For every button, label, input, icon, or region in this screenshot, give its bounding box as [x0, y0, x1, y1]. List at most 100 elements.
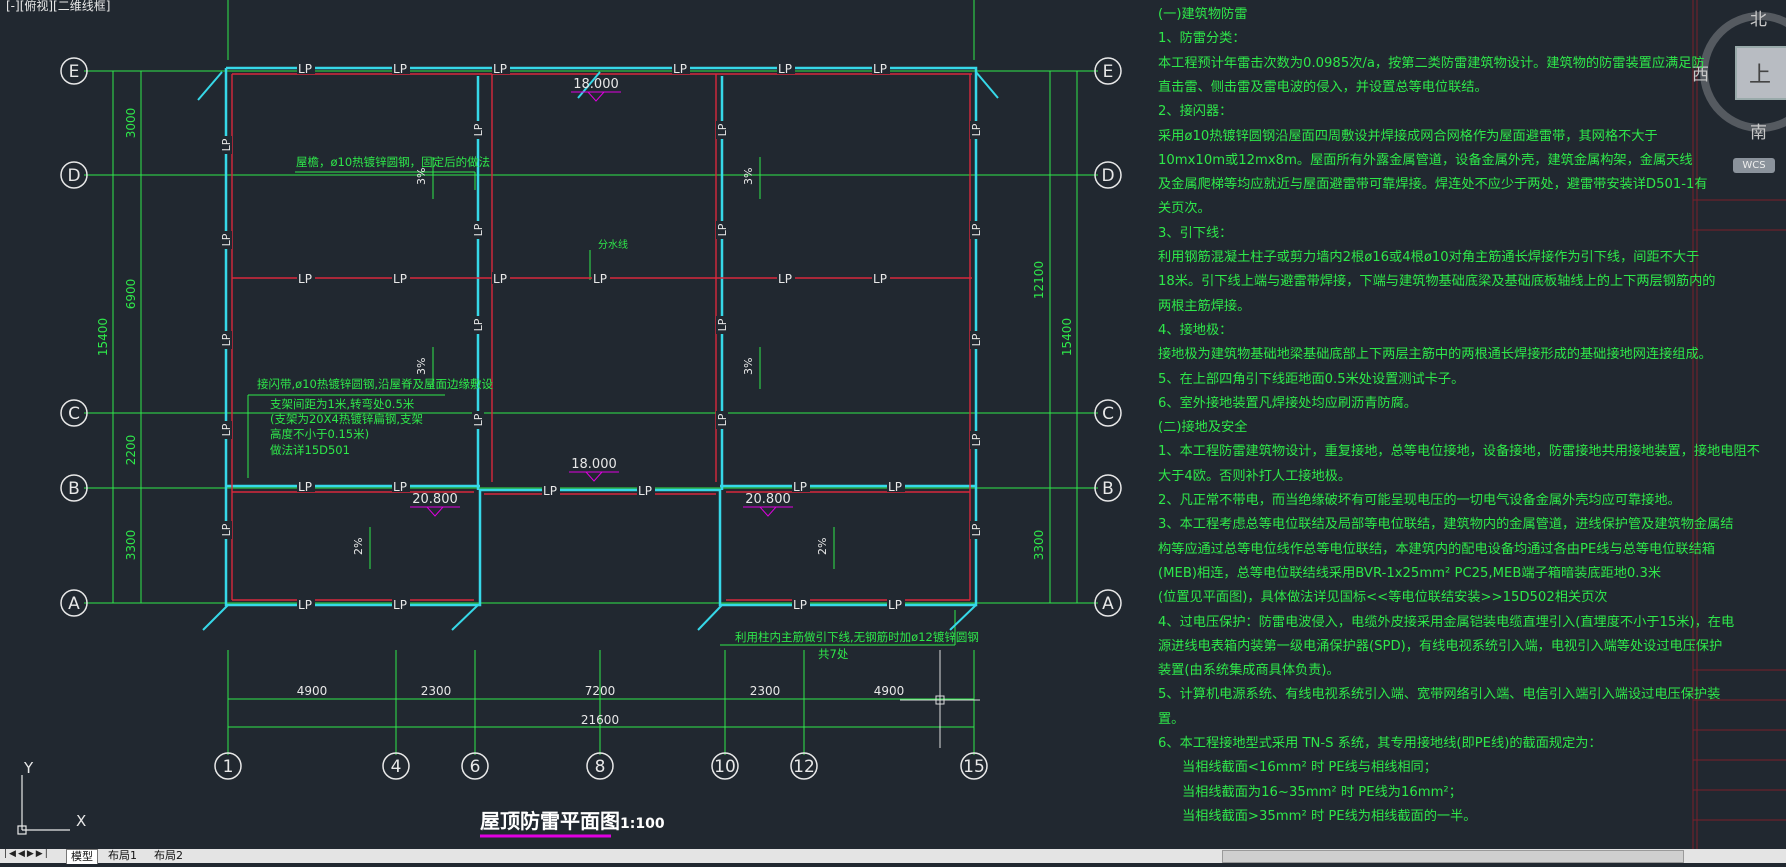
lp-tag-bg: [777, 272, 795, 284]
lp-tag-bg: [472, 121, 484, 139]
horizontal-scrollbar[interactable]: [1222, 850, 1684, 863]
lp-tag-bg: [637, 484, 655, 496]
elevation-label: 18.000: [571, 457, 617, 472]
spec-line: 利用钢筋混凝土柱子或剪力墙内2根ø16或4根ø10对角主筋通长焊接作为引下线，间…: [1158, 250, 1700, 265]
wcs-menu-button[interactable]: WCS: [1733, 158, 1775, 173]
lp-tag-bg: [492, 272, 510, 284]
lp-tag: LP: [220, 138, 233, 151]
lp-tag: LP: [970, 333, 983, 346]
compass-west[interactable]: 西: [1692, 65, 1709, 85]
note-height: 高度不小于0.15米): [270, 427, 369, 441]
lp-tag: LP: [716, 123, 729, 136]
dim-right: 15400: [1060, 318, 1074, 356]
lp-tag-bg: [472, 316, 484, 334]
axis-label-C: C: [68, 404, 80, 424]
note-count: 共7处: [818, 647, 849, 661]
lp-tag-bg: [392, 62, 410, 74]
lp-tag-bg: [716, 221, 728, 239]
viewport-label[interactable]: [-][俯视][二维线框]: [6, 0, 111, 13]
dim-left: 2200: [124, 435, 138, 466]
axis-label-12: 12: [793, 757, 815, 777]
elevation-label: 20.800: [412, 492, 458, 507]
ucs-icon: [17, 775, 70, 835]
viewcube-ring[interactable]: [1700, 12, 1786, 132]
dim-bottom: 2300: [750, 684, 781, 698]
spec-line: (位置见平面图)，具体做法详见国标<<等电位联结安装>>15D502相关页次: [1158, 590, 1608, 606]
spec-line: 当相线截面<16mm² 时 PE线与相线相同；: [1182, 760, 1437, 776]
compass-south[interactable]: 南: [1750, 123, 1767, 143]
lp-tag: LP: [793, 598, 807, 612]
tab-nav-arrows[interactable]: |◀◀▶▶|: [4, 849, 50, 859]
viewcube-face[interactable]: 上: [1735, 46, 1786, 100]
lp-tag: LP: [472, 123, 485, 136]
lp-tag: LP: [888, 598, 902, 612]
lp-tag: LP: [220, 523, 233, 536]
slope-marks: 3%3%3%3%2%2%: [352, 157, 835, 569]
lp-tag-bg: [970, 221, 982, 239]
lp-tag: LP: [970, 433, 983, 446]
axis-label-A: A: [1102, 594, 1114, 614]
axis-bubble-12: [790, 752, 818, 780]
lp-tag-bg: [970, 521, 982, 539]
spec-line: 1、防雷分类：: [1158, 31, 1246, 47]
slope-label: 3%: [415, 358, 428, 375]
lp-tag-bg: [492, 62, 510, 74]
tab-layout-1[interactable]: 布局1: [108, 849, 137, 862]
lp-tag: LP: [778, 62, 792, 76]
spec-line: 及金属爬梯等均应就近与屋面避雷带可靠焊接。焊连处不应少于两处，避雷带安装详D50…: [1158, 177, 1708, 193]
dim-bottom: 2300: [421, 684, 452, 698]
lp-tag: LP: [472, 413, 485, 426]
note-bracket: (支架为20X4热镀锌扁钢,支架: [270, 412, 423, 426]
dim-left: 3300: [124, 530, 138, 561]
tab-model[interactable]: 模型: [66, 849, 98, 864]
lp-tag: LP: [493, 62, 507, 76]
lp-tag: LP: [716, 413, 729, 426]
axis-bubble-15: [960, 752, 988, 780]
note-ridge: 屋檐，ø10热镀锌圆钢，固定后的做法: [296, 155, 490, 169]
axis-bubble-D: [1094, 161, 1122, 189]
lp-tag-bg: [592, 272, 610, 284]
dim-left: 15400: [96, 318, 110, 356]
axis-label-D: D: [67, 166, 80, 186]
axis-label-E: E: [1103, 62, 1114, 82]
spec-line: 6、室外接地装置凡焊接处均应刷沥青防腐。: [1158, 395, 1417, 411]
roof-outline: [224, 66, 978, 607]
axis-bubble-1: [214, 752, 242, 780]
spec-line: (二)接地及安全: [1158, 420, 1248, 436]
axis-label-A: A: [68, 594, 80, 614]
lp-tag-bg: [297, 62, 315, 74]
spec-line: 5、在上部四角引下线距地面0.5米处设置测试卡子。: [1158, 371, 1465, 387]
lp-tag-bg: [220, 136, 232, 154]
spec-line: 当相线截面为16~35mm² 时 PE线为16mm²；: [1182, 784, 1462, 800]
slope-label: 3%: [415, 168, 428, 185]
elevation-triangle: [426, 506, 444, 517]
spec-line: (一)建筑物防雷: [1158, 7, 1248, 22]
lp-tag: LP: [593, 272, 607, 286]
axis-bubble-B: [60, 474, 88, 502]
spec-line: 构等应通过总等电位线作总等电位联结，本建筑内的配电设备均通过各由PE线与总等电位…: [1158, 541, 1715, 557]
axis-bubble-C: [1094, 399, 1122, 427]
axis-bubble-D: [60, 161, 88, 189]
compass-north[interactable]: 北: [1750, 10, 1767, 30]
lp-tag: LP: [393, 480, 407, 494]
tab-layout-2[interactable]: 布局2: [154, 849, 183, 862]
lp-tag-bg: [887, 598, 905, 610]
lightning-mesh: [231, 73, 972, 601]
drawing-scale: 1:100: [620, 816, 665, 832]
lp-tag-bg: [392, 598, 410, 610]
lp-tag: LP: [298, 480, 312, 494]
spec-line: 1、本工程防雷建筑物设计，重复接地，总等电位接地，设备接地，防雷接地共用接地装置…: [1158, 444, 1760, 460]
dim-bottom: 7200: [585, 684, 616, 698]
lp-tag: LP: [220, 233, 233, 246]
slope-label: 2%: [352, 538, 365, 555]
lp-tag-bg: [472, 411, 484, 429]
lp-tag-bg: [970, 331, 982, 349]
ucs-x-label: X: [76, 812, 86, 830]
lp-tag: LP: [472, 318, 485, 331]
lp-tag: LP: [793, 480, 807, 494]
